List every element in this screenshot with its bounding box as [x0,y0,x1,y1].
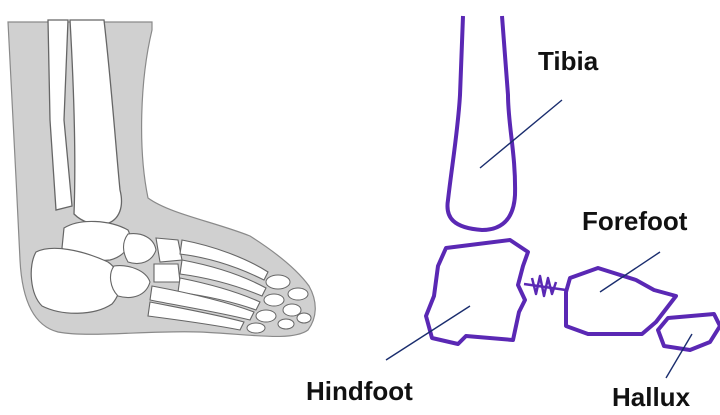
phalanx-bone [266,275,290,289]
label-hindfoot: Hindfoot [306,378,413,404]
label-tibia: Tibia [538,48,598,74]
cuneiform-bone [154,264,180,282]
cuneiform-bone [156,238,182,262]
phalanx-bone [297,313,311,323]
spring-icon [524,276,566,296]
phalanx-bone [264,294,284,306]
foot-illustration [8,20,315,336]
label-hallux: Hallux [612,384,690,410]
hindfoot-segment [426,240,528,344]
phalanx-bone [288,288,308,300]
phalanx-bone [283,304,301,316]
tibia-leader-line [480,100,562,168]
phalanx-bone [278,319,294,329]
phalanx-bone [256,310,276,322]
tibia-segment [447,16,515,230]
phalanx-bone [247,323,265,333]
label-forefoot: Forefoot [582,208,687,234]
hallux-leader-line [666,334,692,378]
hallux-segment [658,314,720,350]
